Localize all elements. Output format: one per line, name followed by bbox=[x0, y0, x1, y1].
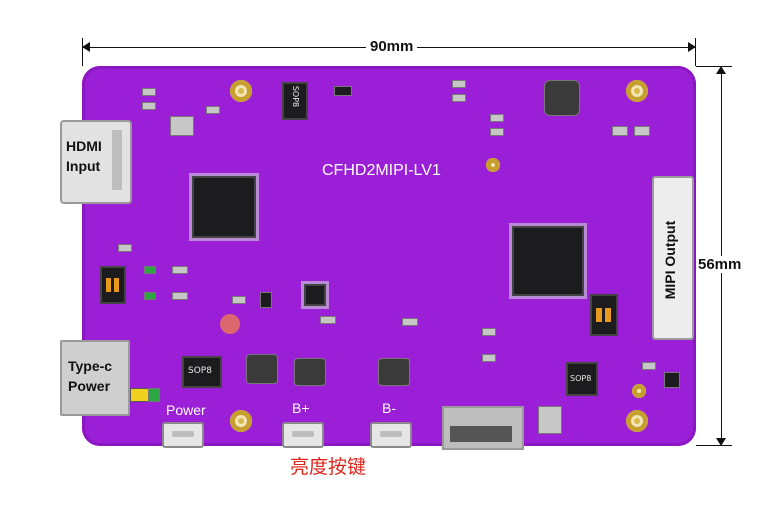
small-ic bbox=[304, 284, 326, 306]
typec-connector bbox=[60, 340, 130, 416]
width-label: 90mm bbox=[366, 38, 418, 55]
power-button[interactable] bbox=[162, 422, 204, 448]
hdmi-label: HDMI Input bbox=[66, 138, 102, 174]
mounting-hole bbox=[230, 80, 252, 102]
main-ic-left bbox=[192, 176, 256, 238]
crystal bbox=[538, 406, 562, 434]
brightness-up-label: B+ bbox=[292, 400, 310, 416]
bottom-connector bbox=[442, 406, 524, 450]
dip-switch-right bbox=[590, 294, 618, 336]
height-label: 56mm bbox=[696, 256, 744, 273]
inductor bbox=[246, 354, 278, 384]
brightness-buttons-caption: 亮度按键 bbox=[290, 456, 367, 478]
mipi-label: MIPI Output bbox=[662, 220, 678, 300]
mounting-hole bbox=[626, 410, 648, 432]
power-button-label: Power bbox=[166, 402, 206, 418]
brightness-up-button[interactable] bbox=[282, 422, 324, 448]
via-pad bbox=[486, 158, 500, 172]
crystal bbox=[170, 116, 194, 136]
inductor bbox=[544, 80, 580, 116]
inductor bbox=[378, 358, 410, 386]
pcb-board: SOP8 SOP8 SOP8 CFHD2MIPI-LV1 bbox=[82, 66, 696, 450]
main-ic-right bbox=[512, 226, 584, 296]
mounting-hole bbox=[230, 410, 252, 432]
typec-label: Type-c Power bbox=[68, 358, 113, 394]
sop8-chip-bottom-left: SOP8 bbox=[182, 356, 222, 388]
via-pad bbox=[632, 384, 646, 398]
brightness-down-label: B- bbox=[382, 400, 396, 416]
mipi-connector bbox=[652, 176, 694, 340]
board-title: CFHD2MIPI-LV1 bbox=[322, 162, 441, 179]
mounting-hole bbox=[626, 80, 648, 102]
sop8-chip-top: SOP8 bbox=[282, 82, 308, 120]
brightness-down-button[interactable] bbox=[370, 422, 412, 448]
dip-switch-left bbox=[100, 266, 126, 304]
inductor bbox=[294, 358, 326, 386]
sop8-chip-bottom-right: SOP8 bbox=[566, 362, 598, 396]
